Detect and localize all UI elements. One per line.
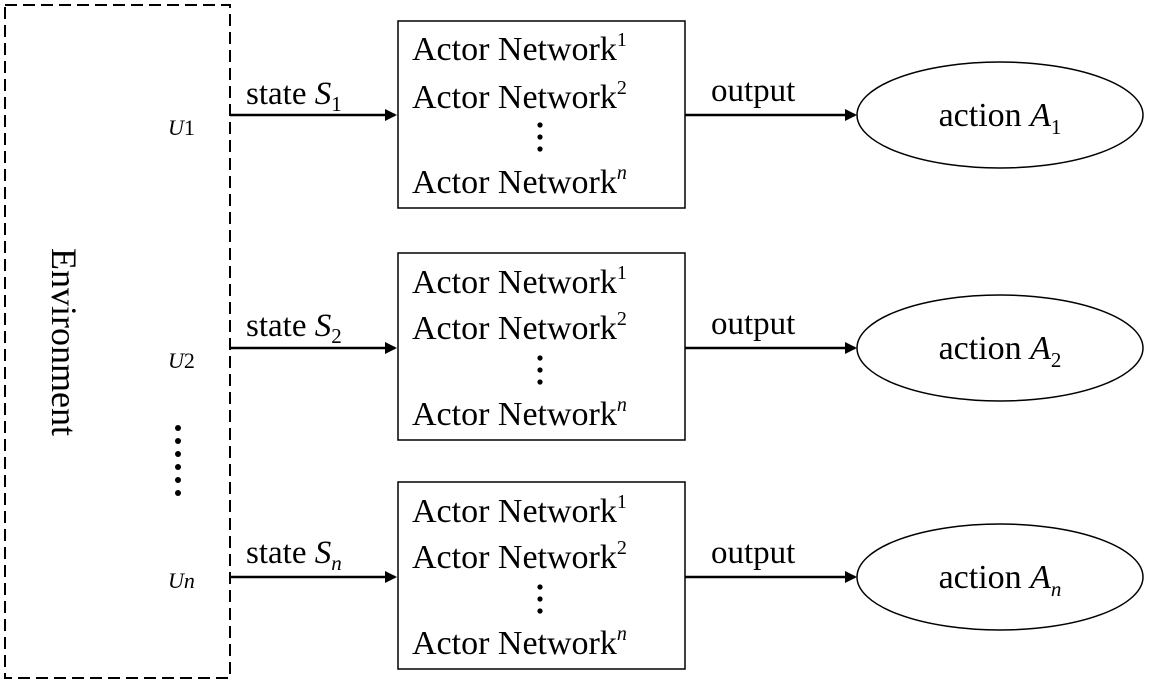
- row-2: U2 state S2 Actor Network1 Actor Network…: [168, 252, 1144, 441]
- actor-network-1-2: Actor Network2: [412, 77, 627, 116]
- network-ellipsis-2: [537, 355, 543, 385]
- unit-label-2: U2: [168, 348, 195, 373]
- actor-network-box-2: [397, 252, 686, 441]
- environment-label: Environment: [44, 248, 84, 436]
- network-ellipsis-n: [537, 584, 543, 614]
- row-1: U1 state S1 Actor Network1 Actor Network…: [168, 20, 1144, 209]
- action-label-1: action A1: [939, 97, 1062, 139]
- action-label-2: action A2: [939, 330, 1062, 372]
- actor-network-2-1: Actor Network1: [412, 262, 627, 301]
- state-label-n: state Sn: [246, 535, 342, 575]
- unit-label-n: Un: [168, 568, 195, 593]
- row-n: Un state Sn Actor Network1 Actor Network…: [168, 481, 1144, 670]
- actor-network-2-n: Actor Networkn: [412, 394, 627, 433]
- actor-network-box-1: [397, 20, 686, 209]
- actor-network-n-n: Actor Networkn: [412, 623, 627, 662]
- action-ellipse-1: [856, 61, 1144, 169]
- output-label-1: output: [711, 73, 795, 109]
- action-ellipse-2: [856, 294, 1144, 402]
- action-label-n: action An: [939, 559, 1062, 601]
- actor-network-box-n: [397, 481, 686, 670]
- state-label-1: state S1: [246, 76, 342, 116]
- output-label-2: output: [711, 306, 795, 342]
- state-label-2: state S2: [246, 308, 342, 348]
- output-label-n: output: [711, 535, 795, 571]
- environment-ellipsis: [175, 425, 181, 496]
- environment-box: [4, 4, 231, 679]
- actor-network-n-2: Actor Network2: [412, 537, 627, 576]
- actor-network-1-1: Actor Network1: [412, 29, 627, 68]
- network-ellipsis-1: [537, 122, 543, 152]
- action-ellipse-n: [856, 523, 1144, 631]
- unit-label-1: U1: [168, 115, 195, 140]
- actor-network-1-n: Actor Networkn: [412, 162, 627, 201]
- actor-network-n-1: Actor Network1: [412, 491, 627, 530]
- actor-network-2-2: Actor Network2: [412, 308, 627, 347]
